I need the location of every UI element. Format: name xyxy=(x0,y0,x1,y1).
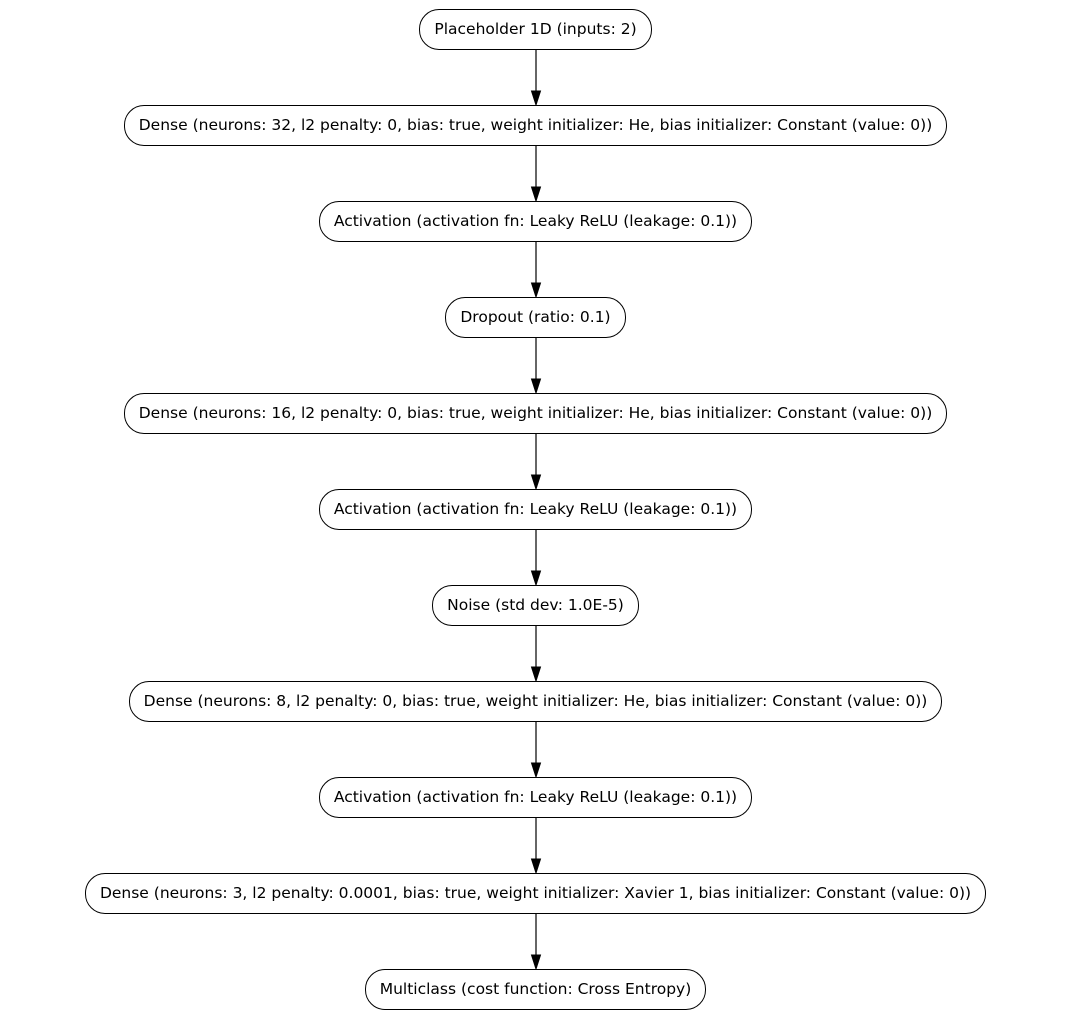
node-placeholder-1d: Placeholder 1D (inputs: 2) xyxy=(419,9,652,50)
edge-arrow-down-icon xyxy=(530,146,541,201)
node-activation-1: Activation (activation fn: Leaky ReLU (l… xyxy=(318,201,753,242)
node-activation-2: Activation (activation fn: Leaky ReLU (l… xyxy=(318,489,753,530)
edge-arrow-down-icon xyxy=(530,50,541,105)
node-multiclass: Multiclass (cost function: Cross Entropy… xyxy=(364,969,707,1010)
edge-arrow-down-icon xyxy=(530,818,541,873)
node-dense-8: Dense (neurons: 8, l2 penalty: 0, bias: … xyxy=(128,681,943,722)
node-dense-32: Dense (neurons: 32, l2 penalty: 0, bias:… xyxy=(123,105,948,146)
edge-arrow-down-icon xyxy=(530,434,541,489)
edge-arrow-down-icon xyxy=(530,530,541,585)
node-activation-3: Activation (activation fn: Leaky ReLU (l… xyxy=(318,777,753,818)
edge-arrow-down-icon xyxy=(530,722,541,777)
edge-arrow-down-icon xyxy=(530,338,541,393)
node-dense-16: Dense (neurons: 16, l2 penalty: 0, bias:… xyxy=(123,393,948,434)
edge-arrow-down-icon xyxy=(530,242,541,297)
node-dense-3: Dense (neurons: 3, l2 penalty: 0.0001, b… xyxy=(84,873,987,914)
edge-arrow-down-icon xyxy=(530,914,541,969)
node-noise: Noise (std dev: 1.0E-5) xyxy=(432,585,639,626)
edge-arrow-down-icon xyxy=(530,626,541,681)
node-dropout: Dropout (ratio: 0.1) xyxy=(445,297,626,338)
